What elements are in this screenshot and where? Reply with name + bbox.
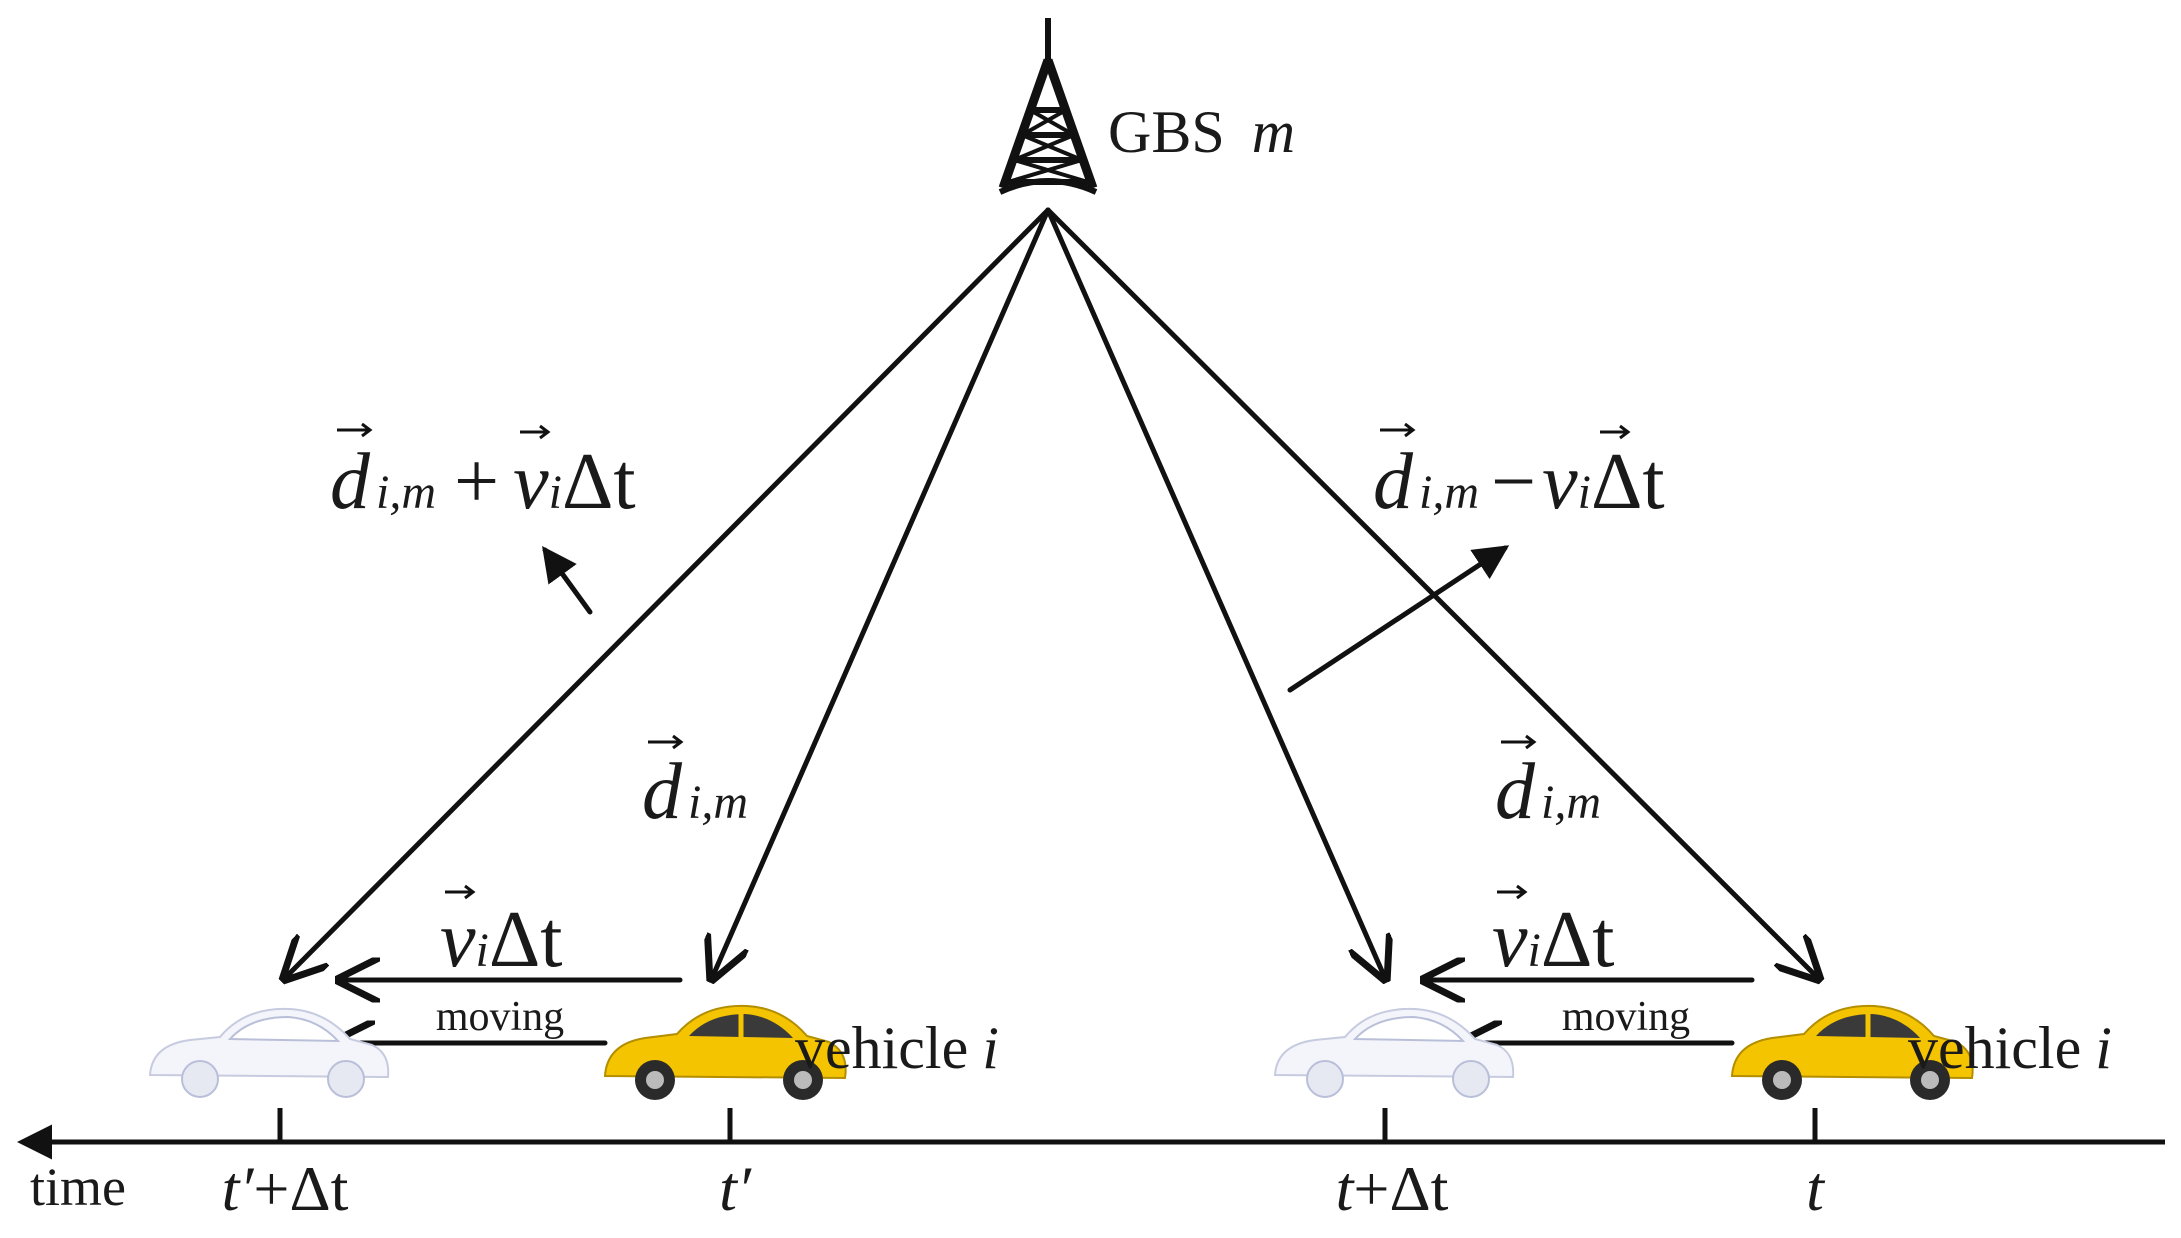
pointer-arrow-left [542,545,593,615]
gbs-label-index: m [1252,99,1295,165]
ghost-car-right-icon [1273,1007,1515,1098]
gbs-tower-icon [998,18,1098,195]
moving-label-right: moving [1562,994,1690,1040]
yellow-car-left-icon [603,1004,847,1100]
gbs-label-main: GBS [1108,99,1225,165]
label-vdt-left: viΔt [440,884,563,984]
svg-text:di,m+viΔt: di,m+viΔt [330,438,636,526]
tick-label: t′ [719,1153,752,1224]
svg-text:di,m: di,m [642,748,748,836]
moving-label-left: moving [436,994,564,1040]
svg-text:viΔt: viΔt [440,896,563,984]
label-vdt-right: viΔt [1492,884,1615,984]
line-to-right-future [1045,207,1385,978]
svg-text:di,m: di,m [1495,748,1601,836]
pointer-arrow-right [1287,545,1510,693]
axis-label-time: time [30,1157,126,1217]
svg-text:viΔt: viΔt [1492,896,1615,984]
svg-text:di,m−viΔt: di,m−viΔt [1373,438,1665,526]
ghost-car-left-icon [148,1007,390,1098]
tick-label: t′+Δt [222,1153,349,1224]
yellow-car-right-icon [1730,1004,1974,1100]
line-to-left-future [285,207,1051,978]
tick-label: t+Δt [1336,1153,1449,1224]
tick-label: t [1806,1153,1826,1224]
line-to-left-current [712,207,1051,978]
gbs-label: GBS m [1108,99,1295,165]
